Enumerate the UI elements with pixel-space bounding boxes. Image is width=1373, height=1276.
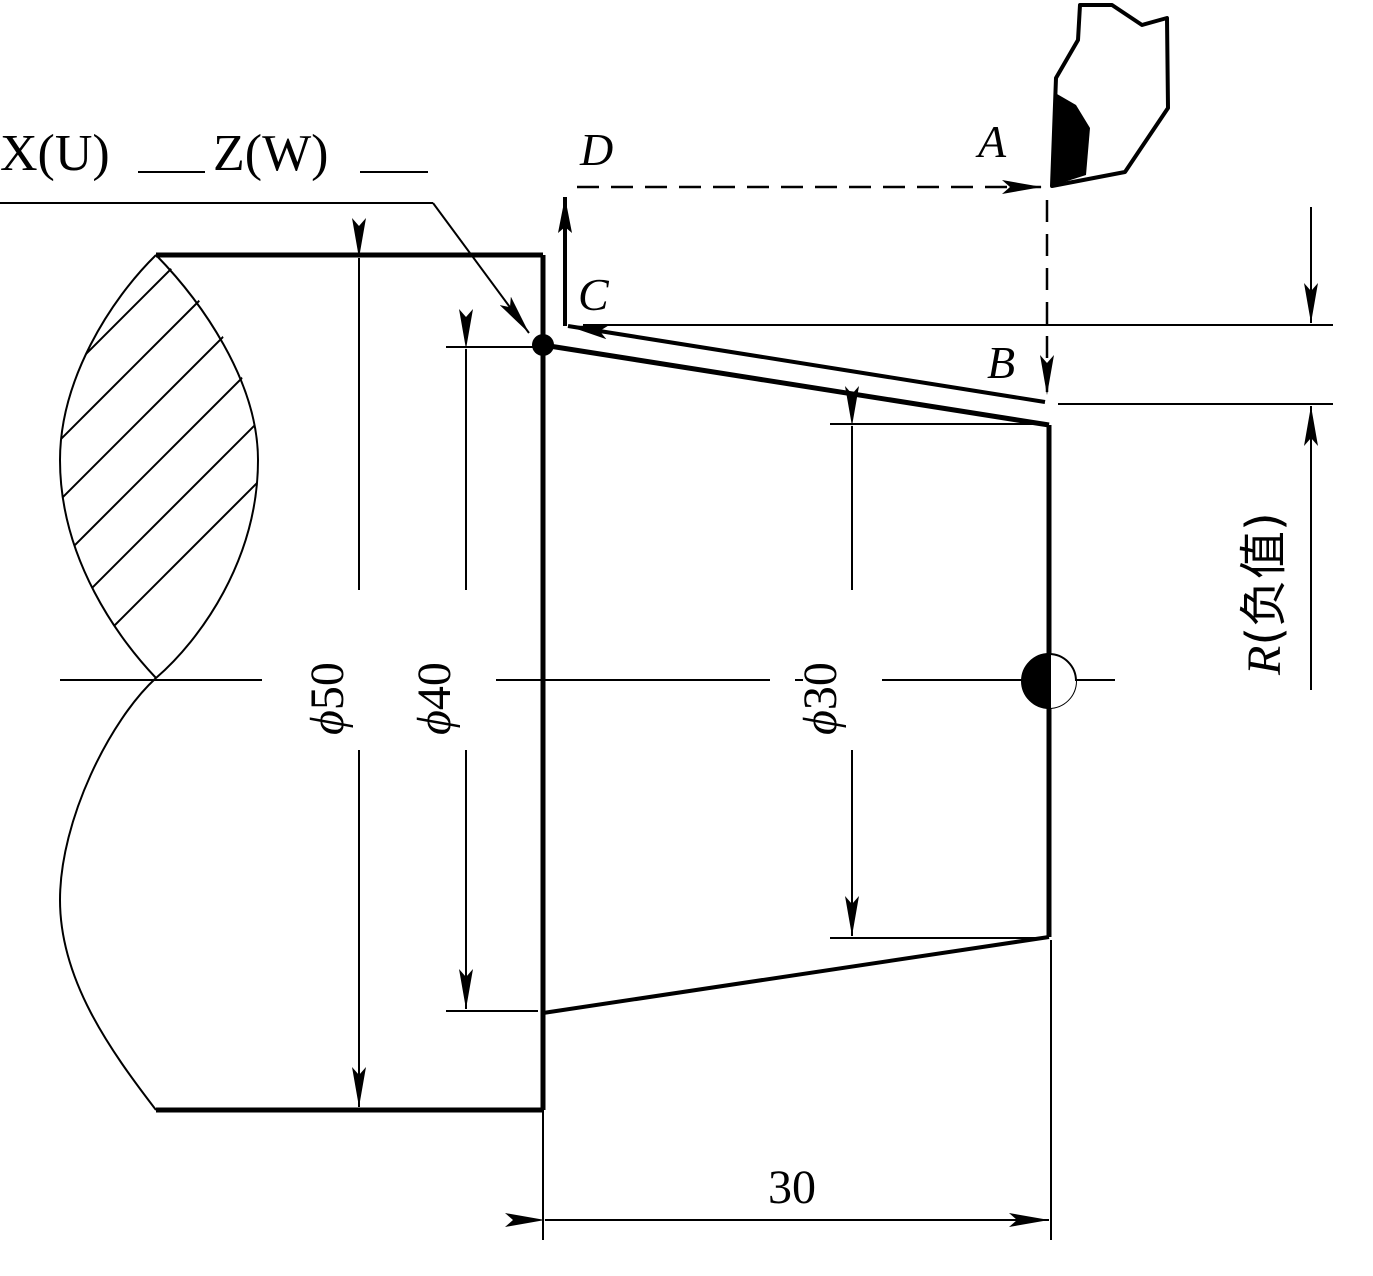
point-a-label: A <box>975 116 1007 167</box>
dim-phi50: ϕ50 <box>301 218 390 1107</box>
r-letter: R <box>1238 646 1291 676</box>
point-d-label: D <box>579 124 613 175</box>
length-value: 30 <box>768 1161 816 1214</box>
phi40-value: 40 <box>408 662 461 710</box>
program-origin-symbol-icon <box>1021 653 1077 709</box>
taper-bottom <box>542 935 1050 1015</box>
svg-text:R(负值): R(负值) <box>1236 512 1292 676</box>
point-b-label: B <box>987 337 1015 388</box>
path-b-to-c <box>567 324 1046 404</box>
callout-text: X(U) Z(W) <box>0 125 428 182</box>
phi50-value: 50 <box>301 662 354 710</box>
dim-r: R(负值) <box>583 207 1333 690</box>
cutting-tool-icon <box>1050 3 1170 188</box>
break-section <box>58 254 260 1111</box>
taper-top <box>542 342 1050 428</box>
start-point-dot-icon <box>532 334 554 356</box>
svg-text:ϕ30: ϕ30 <box>794 662 847 735</box>
callout-leader <box>0 202 554 356</box>
point-labels: A B C D <box>578 116 1015 388</box>
phi30-symbol: ϕ <box>794 710 847 735</box>
z-w-label: Z(W) <box>213 125 328 182</box>
workpiece-outline <box>156 252 1052 1113</box>
dim-phi40: ϕ40 <box>408 309 538 1012</box>
phi40-symbol: ϕ <box>408 710 461 735</box>
phi50-symbol: ϕ <box>301 710 354 735</box>
phi30-value: 30 <box>794 662 847 710</box>
tool-path <box>558 180 1054 404</box>
svg-text:ϕ40: ϕ40 <box>408 662 461 735</box>
section-hatching <box>60 255 258 678</box>
point-c-label: C <box>578 269 610 320</box>
x-u-label: X(U) <box>0 125 110 182</box>
svg-text:ϕ50: ϕ50 <box>301 662 354 735</box>
dim-phi30: ϕ30 <box>794 386 1045 939</box>
r-note: (负值) <box>1236 512 1292 645</box>
dim-length: 30 <box>505 940 1052 1240</box>
